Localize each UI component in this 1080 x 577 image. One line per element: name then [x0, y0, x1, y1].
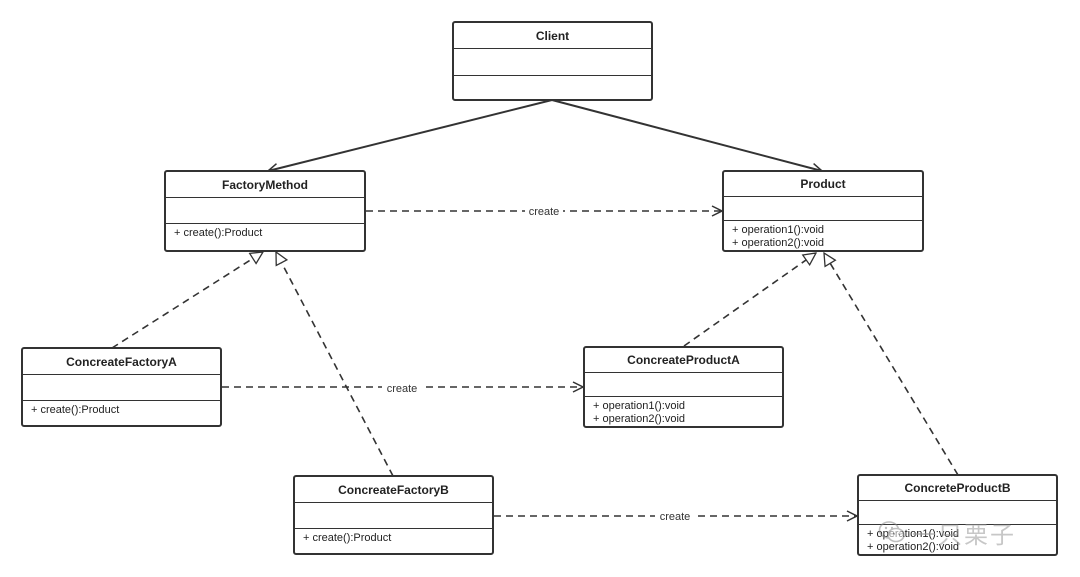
operation-operation2: + operation2():void	[732, 237, 825, 249]
operation-create: + create():Product	[303, 532, 392, 544]
class-operations: + operation1():void + operation2():void	[724, 221, 922, 250]
class-attributes	[585, 373, 782, 397]
operation-operation1: + operation1():void	[732, 224, 825, 236]
class-title: ConcreateProductA	[585, 348, 782, 373]
class-client[interactable]: Client	[452, 21, 653, 101]
edge-client-product	[551, 99, 822, 171]
class-attributes	[295, 503, 492, 529]
edge-concretefactorya-factorymethod	[111, 252, 263, 349]
class-title: ConcreateFactoryA	[23, 349, 220, 375]
class-operations: + create():Product	[295, 529, 492, 553]
class-title: Client	[454, 23, 651, 49]
class-concreatefactorya[interactable]: ConcreateFactoryA + create():Product	[21, 347, 222, 427]
edge-concretefactoryb-factorymethod	[275, 252, 394, 477]
operation-operation2: + operation2():void	[593, 413, 686, 425]
class-operations: + operation1():void + operation2():void	[859, 525, 1056, 554]
class-concreateproducta[interactable]: ConcreateProductA + operation1():void + …	[583, 346, 784, 428]
edge-label-create-1: create	[529, 206, 560, 218]
operation-operation1: + operation1():void	[867, 528, 960, 540]
edge-client-factorymethod	[268, 99, 553, 171]
operation-create: + create():Product	[174, 227, 263, 239]
class-attributes	[454, 49, 651, 76]
class-title: ConcreteProductB	[859, 476, 1056, 501]
class-operations	[454, 76, 651, 99]
class-title: Product	[724, 172, 922, 197]
edge-concreteproductb-product	[824, 253, 959, 476]
class-operations: + operation1():void + operation2():void	[585, 397, 782, 426]
edge-label-create-2: create	[387, 383, 418, 395]
edge-concreteproducta-product	[683, 253, 816, 347]
class-factorymethod[interactable]: FactoryMethod + create():Product	[164, 170, 366, 252]
operation-operation1: + operation1():void	[593, 400, 686, 412]
operation-create: + create():Product	[31, 404, 120, 416]
class-concreteproductb[interactable]: ConcreteProductB + operation1():void + o…	[857, 474, 1058, 556]
class-attributes	[724, 197, 922, 221]
class-attributes	[166, 198, 364, 224]
class-product[interactable]: Product + operation1():void + operation2…	[722, 170, 924, 252]
class-operations: + create():Product	[23, 401, 220, 425]
class-title: FactoryMethod	[166, 172, 364, 198]
class-operations: + create():Product	[166, 224, 364, 250]
operation-operation2: + operation2():void	[867, 541, 960, 553]
class-concreatefactoryb[interactable]: ConcreateFactoryB + create():Product	[293, 475, 494, 555]
class-title: ConcreateFactoryB	[295, 477, 492, 503]
edge-label-create-3: create	[660, 511, 691, 523]
class-attributes	[859, 501, 1056, 525]
class-attributes	[23, 375, 220, 401]
